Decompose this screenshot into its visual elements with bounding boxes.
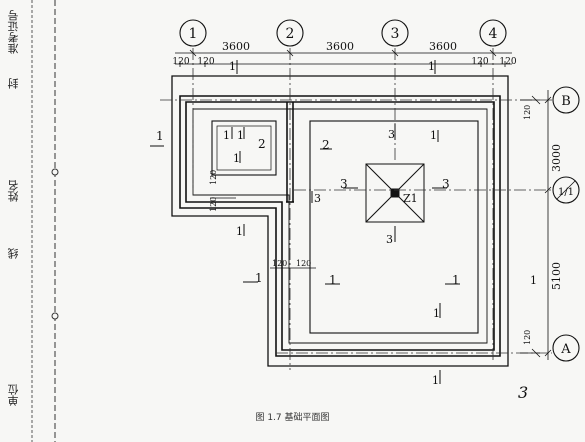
axis-bubble-4 bbox=[479, 19, 507, 47]
axis-lines bbox=[160, 48, 552, 370]
section-label-upper-right: 1 bbox=[430, 129, 437, 142]
dim-span-mid-a: 5100 bbox=[550, 262, 563, 290]
section-label-left-lower: 1 bbox=[236, 225, 243, 238]
section-label-left-3b: 3 bbox=[340, 177, 348, 191]
section-label-top-left: 1 bbox=[229, 60, 236, 73]
axis-bubble-intermediate bbox=[552, 176, 580, 204]
section-marks bbox=[150, 60, 460, 384]
binding-margin bbox=[31, 0, 59, 442]
handwritten-note: 3 bbox=[518, 383, 528, 402]
axis-label-2: 2 bbox=[286, 26, 295, 42]
section-label-z1-bottom: 3 bbox=[386, 233, 393, 246]
top-dimension-line bbox=[175, 49, 512, 67]
dim-wall-mid-a: 120 bbox=[272, 259, 287, 268]
dim-wall-left-a: 120 bbox=[209, 170, 218, 185]
right-dimension-line bbox=[520, 90, 552, 360]
axis-label-intermediate: 1/1 bbox=[558, 187, 574, 198]
axis-label-4: 4 bbox=[489, 26, 498, 42]
dim-wall-top-left-a: 120 bbox=[172, 57, 189, 67]
axis-bubble-2 bbox=[276, 19, 304, 47]
dim-span-3-4: 3600 bbox=[429, 40, 457, 53]
column-label: Z1 bbox=[403, 192, 418, 205]
axis-label-a: A bbox=[560, 342, 571, 357]
dim-wall-left-b: 120 bbox=[209, 197, 218, 212]
wall-outer-line bbox=[179, 95, 501, 357]
dim-span-1-2: 3600 bbox=[222, 40, 250, 53]
section-label-room-b: 1 bbox=[237, 129, 244, 142]
small-footing-inner bbox=[216, 125, 272, 171]
section-label-left: 1 bbox=[156, 129, 164, 143]
dim-wall-top-right-b: 120 bbox=[499, 57, 516, 67]
section-label-upper-2: 2 bbox=[322, 138, 330, 152]
dim-wall-mid-b: 120 bbox=[296, 259, 311, 268]
figure-caption: 图 1.7 基础平面图 bbox=[255, 413, 330, 423]
section-label-lower-right: 1 bbox=[452, 273, 460, 287]
section-label-room-a: 1 bbox=[223, 129, 230, 142]
axis-bubble-3 bbox=[381, 19, 409, 47]
axis-label-b: B bbox=[561, 94, 571, 109]
section-label-lower-left: 1 bbox=[255, 271, 263, 285]
column-footing-z1 bbox=[365, 163, 425, 223]
section-label-top-right: 1 bbox=[428, 60, 435, 73]
section-label-lower-mid: 1 bbox=[329, 273, 337, 287]
dim-wall-right-top: 120 bbox=[523, 105, 532, 120]
dim-span-2-3: 3600 bbox=[326, 40, 354, 53]
small-footing-outer bbox=[211, 120, 277, 176]
foundation-outline bbox=[171, 75, 509, 367]
section-label-bottom: 1 bbox=[432, 374, 439, 387]
section-label-right-edge: 1 bbox=[530, 274, 537, 287]
section-label-room-c: 1 bbox=[233, 152, 240, 165]
dim-wall-top-right-a: 120 bbox=[471, 57, 488, 67]
dim-span-b-mid: 3000 bbox=[550, 144, 563, 172]
dim-wall-top-left-b: 120 bbox=[197, 57, 214, 67]
axis-bubble-1 bbox=[179, 19, 207, 47]
dim-wall-right-bottom: 120 bbox=[523, 330, 532, 345]
wall-inner-line bbox=[185, 101, 495, 351]
section-label-room-2: 2 bbox=[258, 137, 266, 151]
axis-label-3: 3 bbox=[391, 26, 400, 42]
section-label-right-3: 3 bbox=[442, 177, 450, 191]
axis-bubble-a bbox=[552, 334, 580, 362]
axis-bubble-fraction-line bbox=[556, 180, 576, 200]
axis-bubble-b bbox=[552, 86, 580, 114]
section-label-lower-right-b: 1 bbox=[433, 307, 440, 320]
large-footing-inner bbox=[309, 120, 479, 334]
axis-label-1: 1 bbox=[189, 26, 198, 42]
section-label-z1-top: 3 bbox=[388, 128, 395, 141]
section-label-left-3a: 3 bbox=[314, 192, 321, 205]
